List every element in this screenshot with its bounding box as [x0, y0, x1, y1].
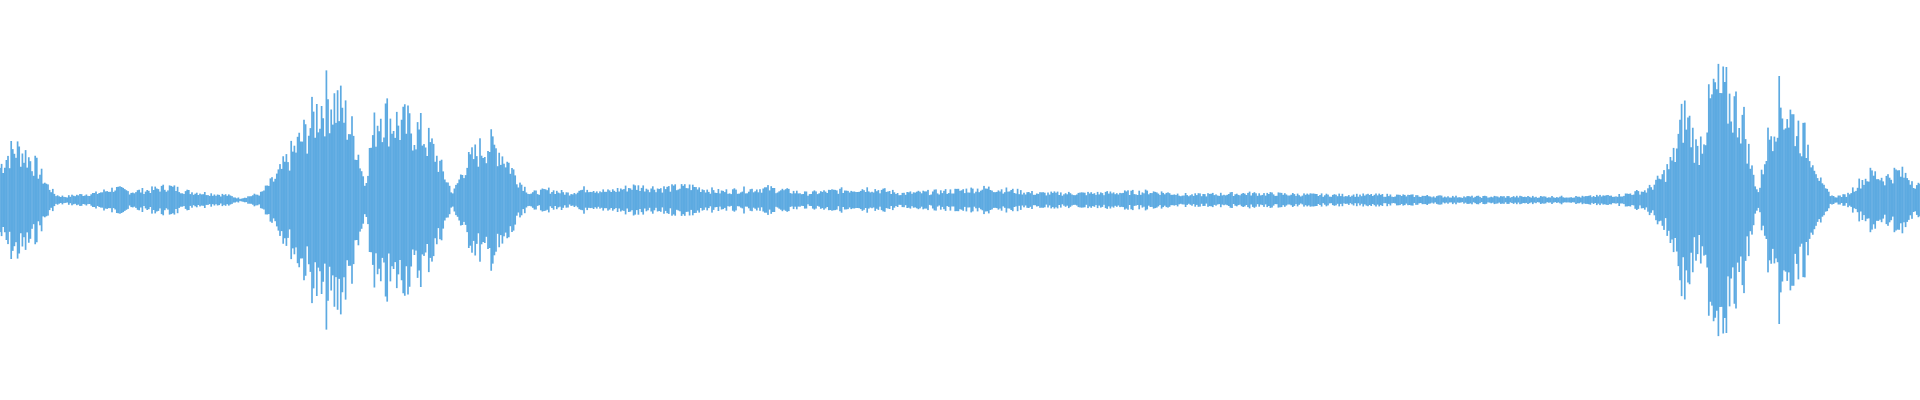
waveform-samples [0, 63, 1920, 337]
